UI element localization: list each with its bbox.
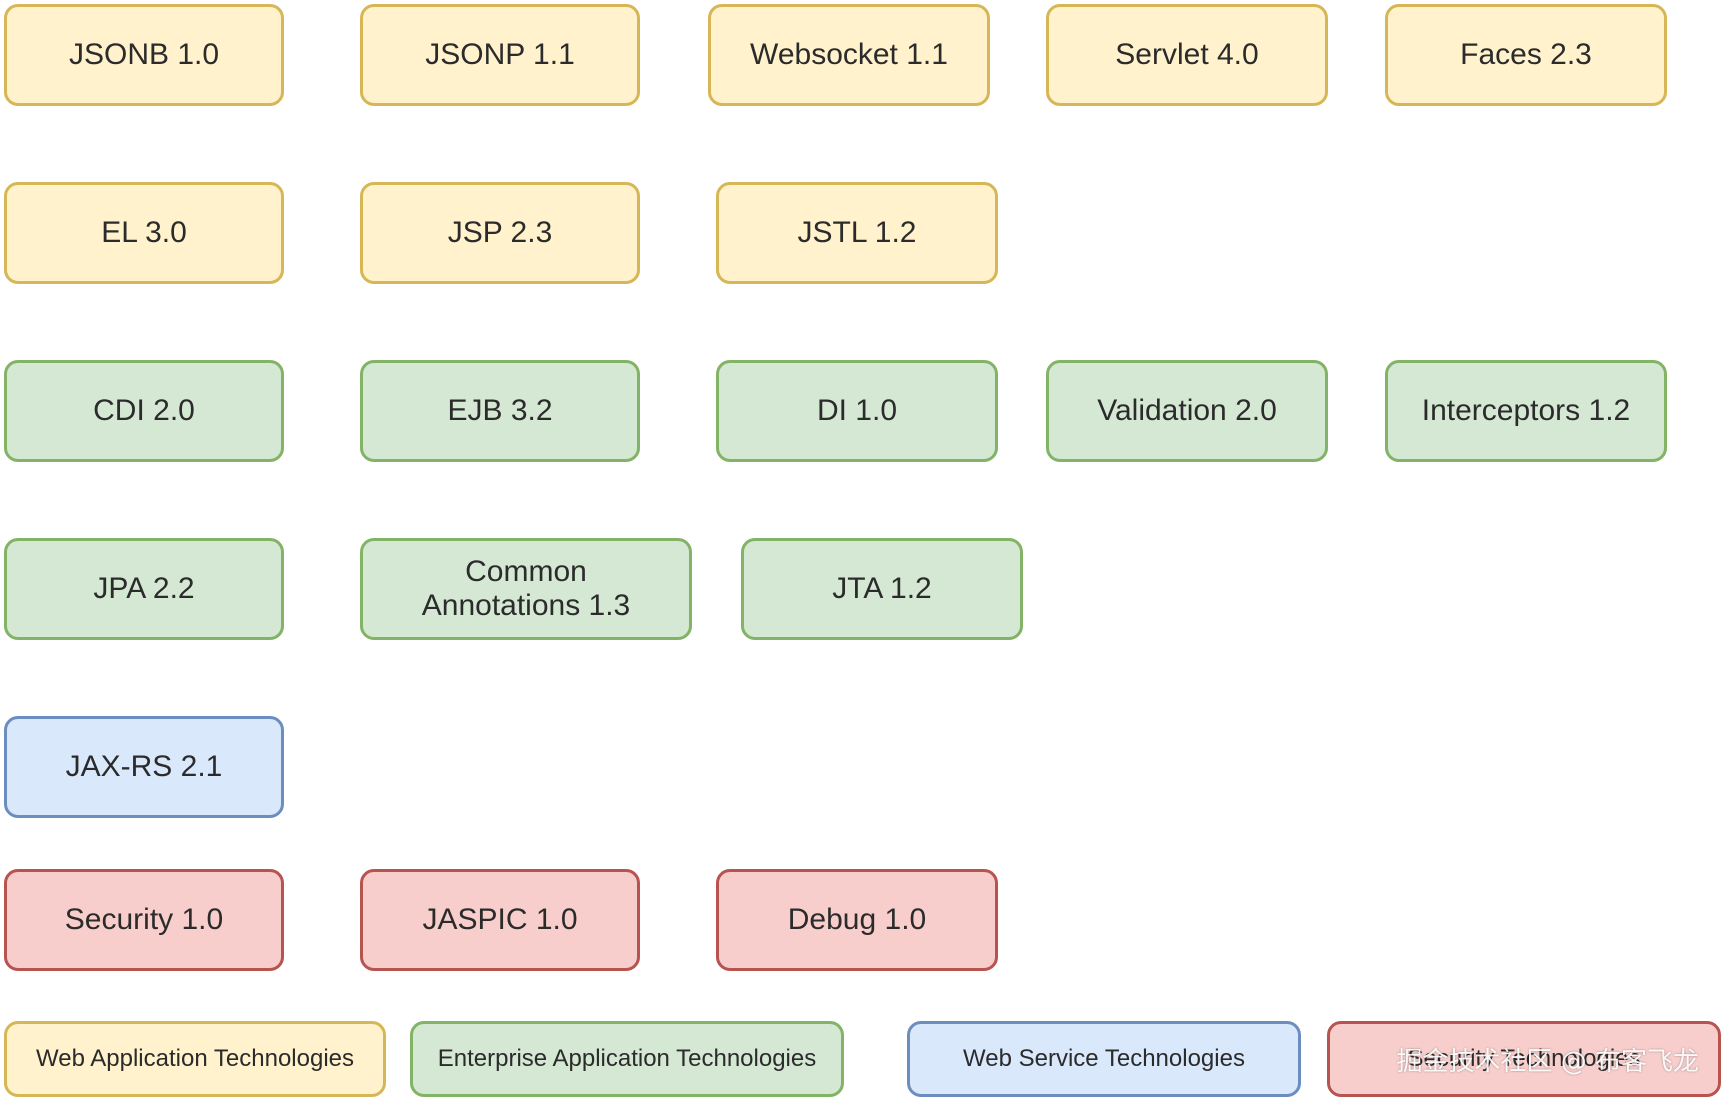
watermark: 掘金技术社区 @ 布客飞龙 — [1396, 1047, 1699, 1077]
legend-label: Web Service Technologies — [963, 1045, 1245, 1073]
node-label: Websocket 1.1 — [750, 37, 948, 71]
node-label: Validation 2.0 — [1097, 393, 1277, 427]
node-label: JAX-RS 2.1 — [65, 749, 223, 783]
node-label: JSONB 1.0 — [68, 37, 220, 71]
node-di: DI 1.0 — [716, 360, 998, 462]
node-interceptors: Interceptors 1.2 — [1385, 360, 1667, 462]
node-label: JPA 2.2 — [93, 571, 195, 605]
node-label: JSP 2.3 — [447, 215, 553, 249]
node-validation: Validation 2.0 — [1046, 360, 1328, 462]
node-jsonp: JSONP 1.1 — [360, 4, 640, 106]
node-label: Faces 2.3 — [1460, 37, 1592, 71]
node-websocket: Websocket 1.1 — [708, 4, 990, 106]
node-label: JASPIC 1.0 — [422, 902, 578, 936]
node-servlet: Servlet 4.0 — [1046, 4, 1328, 106]
legend-label: Enterprise Application Technologies — [437, 1045, 817, 1073]
node-label: JSONP 1.1 — [425, 37, 575, 71]
node-jsonb: JSONB 1.0 — [4, 4, 284, 106]
node-label: EL 3.0 — [101, 215, 187, 249]
node-label: EJB 3.2 — [447, 393, 553, 427]
node-label: Servlet 4.0 — [1115, 37, 1259, 71]
node-label: Interceptors 1.2 — [1421, 393, 1631, 427]
node-jsp: JSP 2.3 — [360, 182, 640, 284]
node-el: EL 3.0 — [4, 182, 284, 284]
legend-web-application: Web Application Technologies — [4, 1021, 386, 1097]
node-jaxrs: JAX-RS 2.1 — [4, 716, 284, 818]
node-debug: Debug 1.0 — [716, 869, 998, 971]
node-label: CDI 2.0 — [93, 393, 195, 427]
legend-label: Security Technologies — [1407, 1045, 1641, 1073]
legend-enterprise-application: Enterprise Application Technologies — [410, 1021, 844, 1097]
node-jpa: JPA 2.2 — [4, 538, 284, 640]
legend-web-service: Web Service Technologies — [907, 1021, 1301, 1097]
node-label: Security 1.0 — [64, 902, 224, 936]
legend-security: Security Technologies — [1327, 1021, 1721, 1097]
node-common-annotations: Common Annotations 1.3 — [360, 538, 692, 640]
node-security: Security 1.0 — [4, 869, 284, 971]
node-label: Common Annotations 1.3 — [421, 554, 631, 623]
node-jta: JTA 1.2 — [741, 538, 1023, 640]
node-jstl: JSTL 1.2 — [716, 182, 998, 284]
node-faces: Faces 2.3 — [1385, 4, 1667, 106]
node-label: JSTL 1.2 — [797, 215, 917, 249]
node-label: DI 1.0 — [816, 393, 898, 427]
node-label: JTA 1.2 — [832, 571, 932, 605]
node-label: Debug 1.0 — [787, 902, 927, 936]
node-cdi: CDI 2.0 — [4, 360, 284, 462]
legend-label: Web Application Technologies — [36, 1045, 354, 1073]
node-ejb: EJB 3.2 — [360, 360, 640, 462]
node-jaspic: JASPIC 1.0 — [360, 869, 640, 971]
